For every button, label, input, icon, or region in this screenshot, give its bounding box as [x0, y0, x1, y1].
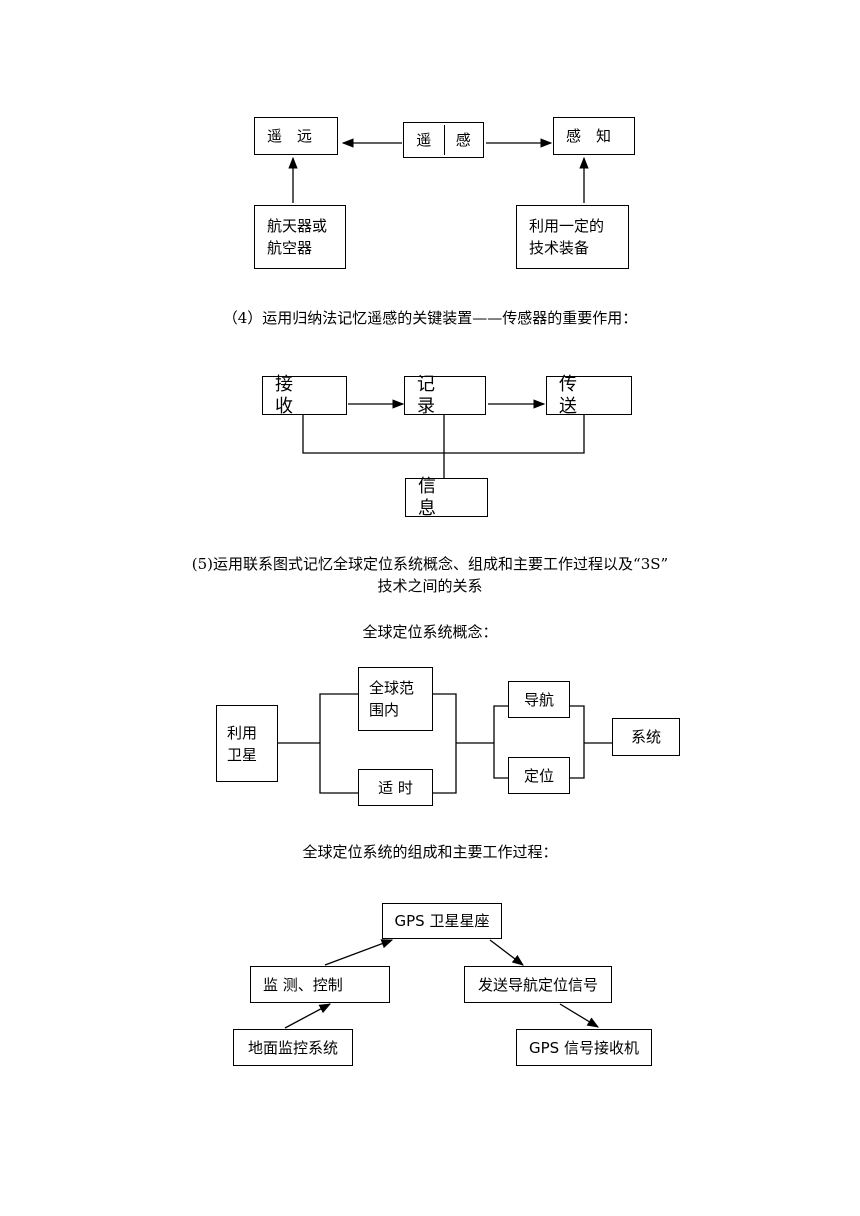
box-yaoyuan: 遥 远 [254, 117, 338, 155]
label-chuansong: 传 送 [559, 373, 589, 417]
arrow-jiance-gps [324, 939, 394, 966]
label-daohang: 导航 [523, 690, 554, 709]
label-yaogan-left: 遥 [416, 131, 432, 149]
label-yaoyuan: 遥 远 [267, 127, 313, 145]
box-liyong-weixing: 利用 卫星 [216, 705, 278, 782]
caption-5-line1: (5)运用联系图式记忆全球定位系统概念、组成和主要工作过程以及“3S” [191, 555, 669, 573]
label-xitong: 系统 [630, 728, 661, 746]
box-jiance: 监 测、控制 [250, 966, 390, 1003]
label-hangtian-line2: 航空器 [267, 239, 313, 257]
label-fasong: 发送导航定位信号 [477, 975, 598, 994]
label-quanqiu-line2: 围内 [369, 701, 400, 719]
box-chuansong: 传 送 [546, 373, 632, 417]
label-dingwei: 定位 [523, 766, 554, 785]
label-xinxi: 信 息 [418, 475, 448, 519]
label-liyong-weixing-line1: 利用 [227, 723, 258, 742]
box-jieshou: 接 收 [262, 373, 347, 417]
divider [444, 125, 445, 155]
box-daohang: 导航 [508, 681, 570, 718]
label-ganzhi: 感 知 [566, 127, 612, 145]
label-jiance: 监 测、控制 [263, 975, 343, 994]
box-xitong: 系统 [612, 718, 680, 756]
caption-process: 全球定位系统的组成和主要工作过程： [302, 843, 558, 861]
label-quanqiu-line1: 全球范 [369, 679, 415, 697]
box-gps-constellation: GPS 卫星星座 [382, 903, 502, 939]
label-receiver: GPS 信号接收机 [529, 1038, 639, 1057]
box-fasong: 发送导航定位信号 [464, 966, 612, 1003]
box-quanqiu: 全球范 围内 [358, 667, 433, 731]
label-yaogan-right: 感 [455, 131, 471, 149]
box-liyong: 利用一定的 技术装备 [516, 205, 629, 269]
label-jieshou: 接 收 [275, 373, 305, 417]
box-receiver: GPS 信号接收机 [516, 1029, 652, 1066]
label-shishi: 适 时 [378, 778, 413, 797]
label-liyong-line2: 技术装备 [529, 239, 590, 257]
box-ganzhi: 感 知 [553, 117, 635, 155]
arrow-gps-fasong [489, 939, 524, 966]
label-dimian: 地面监控系统 [247, 1038, 338, 1057]
label-hangtian-line1: 航天器或 [267, 217, 328, 235]
box-hangtian: 航天器或 航空器 [254, 205, 346, 269]
box-dingwei: 定位 [508, 757, 570, 794]
box-dimian: 地面监控系统 [233, 1029, 353, 1066]
caption-4: （4）运用归纳法记忆遥感的关键装置——传感器的重要作用： [222, 309, 638, 327]
caption-concept: 全球定位系统概念： [362, 623, 498, 641]
label-gps-constellation: GPS 卫星星座 [394, 912, 490, 930]
arrow-fasong-receiver [559, 1003, 600, 1028]
label-jilu: 记 录 [417, 373, 447, 417]
box-jilu: 记 录 [404, 373, 486, 417]
label-liyong-line1: 利用一定的 [529, 217, 605, 235]
caption-5-line2: 技术之间的关系 [377, 577, 483, 595]
box-yaogan: 遥 感 [403, 122, 484, 158]
box-xinxi: 信 息 [405, 475, 488, 519]
box-shishi: 适 时 [358, 769, 433, 806]
arrow-dimian-jiance [284, 1003, 332, 1029]
label-liyong-weixing-line2: 卫星 [227, 745, 258, 764]
